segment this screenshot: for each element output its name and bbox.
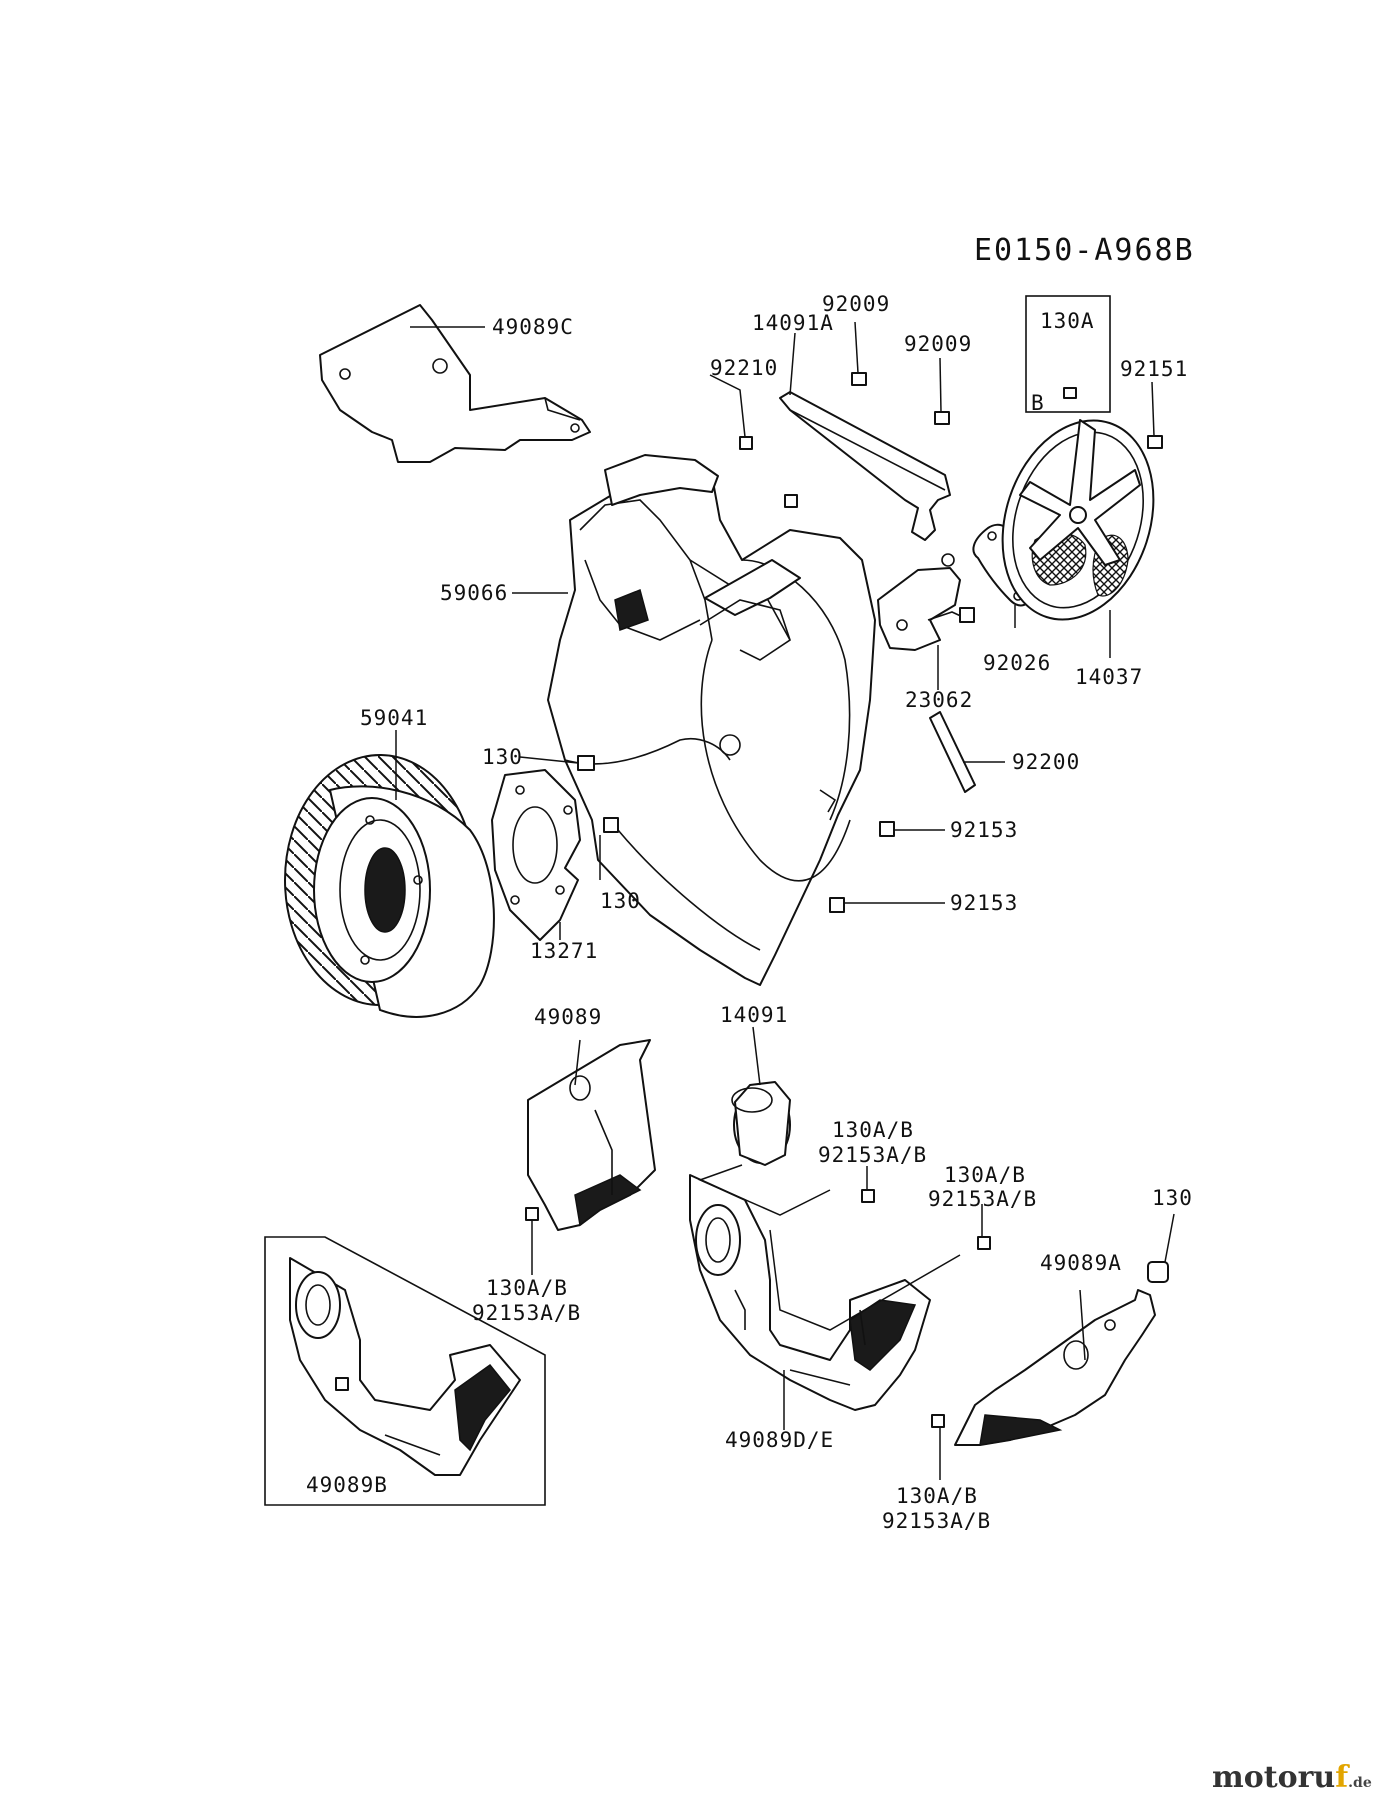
label-14091: 14091 bbox=[720, 1003, 788, 1027]
label-92210: 92210 bbox=[710, 356, 778, 380]
bolt-92009a bbox=[851, 372, 867, 386]
part-49089C bbox=[319, 304, 591, 463]
label-130AB-2: 130A/B bbox=[832, 1118, 914, 1142]
label-130AB-1: 130A/B bbox=[486, 1276, 568, 1300]
part-14037-cover-screen bbox=[1001, 419, 1155, 621]
label-49089DE: 49089D/E bbox=[725, 1428, 834, 1452]
part-49089DE-shroud bbox=[689, 1174, 931, 1411]
label-92153AB-2: 92153A/B bbox=[818, 1143, 927, 1167]
label-92009-a: 92009 bbox=[822, 292, 890, 316]
bolt-130a bbox=[577, 755, 595, 771]
part-labels: 49089C 14091A 92009 92009 92210 92151 59… bbox=[306, 292, 1193, 1533]
label-49089B: 49089B bbox=[306, 1473, 388, 1497]
bolt-130b bbox=[603, 817, 619, 833]
bolt-f3 bbox=[977, 1236, 991, 1250]
part-14091A-bracket bbox=[779, 391, 951, 541]
part-59066-blower-housing bbox=[547, 454, 876, 986]
label-130AB-3: 130A/B bbox=[944, 1163, 1026, 1187]
inset-130A-title: 130A bbox=[1040, 309, 1095, 333]
label-14091A: 14091A bbox=[752, 311, 834, 335]
fasteners bbox=[525, 372, 1169, 1428]
label-59041: 59041 bbox=[360, 706, 428, 730]
watermark-part2: f bbox=[1335, 1760, 1349, 1795]
bolt-92009b bbox=[934, 411, 950, 425]
bolt-130c bbox=[1147, 1261, 1169, 1283]
label-130AB-4: 130A/B bbox=[896, 1484, 978, 1508]
label-49089C: 49089C bbox=[492, 315, 574, 339]
diagram-code: E0150-A968B bbox=[974, 233, 1195, 268]
label-49089A: 49089A bbox=[1040, 1251, 1122, 1275]
label-13271: 13271 bbox=[530, 939, 598, 963]
part-13271-plate bbox=[491, 769, 581, 941]
inset-130A: 130A B bbox=[1025, 295, 1111, 415]
inset-49089B bbox=[264, 1236, 546, 1506]
bolt-92151 bbox=[1147, 435, 1163, 449]
bolt-f2 bbox=[861, 1189, 875, 1203]
watermark-part3: .de bbox=[1348, 1775, 1372, 1791]
part-23062-bracket bbox=[877, 553, 975, 651]
label-59066: 59066 bbox=[440, 581, 508, 605]
bolt-f1 bbox=[525, 1207, 539, 1221]
part-92200-strip bbox=[929, 711, 976, 793]
label-130-b: 130 bbox=[600, 889, 641, 913]
label-130-c: 130 bbox=[1152, 1186, 1193, 1210]
leader-lines bbox=[395, 321, 1175, 1480]
part-14091-tube bbox=[731, 1081, 791, 1166]
bolt-f4 bbox=[931, 1414, 945, 1428]
bolt-92153b bbox=[829, 897, 845, 913]
label-92153-b: 92153 bbox=[950, 891, 1018, 915]
label-92200: 92200 bbox=[1012, 750, 1080, 774]
bolt-92153a bbox=[879, 821, 895, 837]
watermark-logo: motoruf.de bbox=[1212, 1760, 1372, 1795]
label-92153AB-1: 92153A/B bbox=[472, 1301, 581, 1325]
label-23062: 23062 bbox=[905, 688, 973, 712]
label-92153AB-4: 92153A/B bbox=[882, 1509, 991, 1533]
inset-130A-tag: B bbox=[1031, 391, 1045, 415]
label-92026: 92026 bbox=[983, 651, 1051, 675]
label-14037: 14037 bbox=[1075, 665, 1143, 689]
label-92151: 92151 bbox=[1120, 357, 1188, 381]
part-49089 bbox=[527, 1039, 656, 1231]
part-49089A-cover bbox=[954, 1289, 1156, 1446]
label-49089: 49089 bbox=[534, 1005, 602, 1029]
bolt-130A-inset bbox=[1063, 387, 1077, 399]
label-92153AB-3: 92153A/B bbox=[928, 1187, 1037, 1211]
clip-92210b bbox=[784, 494, 798, 508]
label-92009-b: 92009 bbox=[904, 332, 972, 356]
clip-92210 bbox=[739, 436, 753, 450]
part-59041-flywheel bbox=[284, 754, 495, 1018]
label-92153-a: 92153 bbox=[950, 818, 1018, 842]
watermark-part1: motoru bbox=[1212, 1760, 1336, 1795]
label-130-a: 130 bbox=[482, 745, 523, 769]
